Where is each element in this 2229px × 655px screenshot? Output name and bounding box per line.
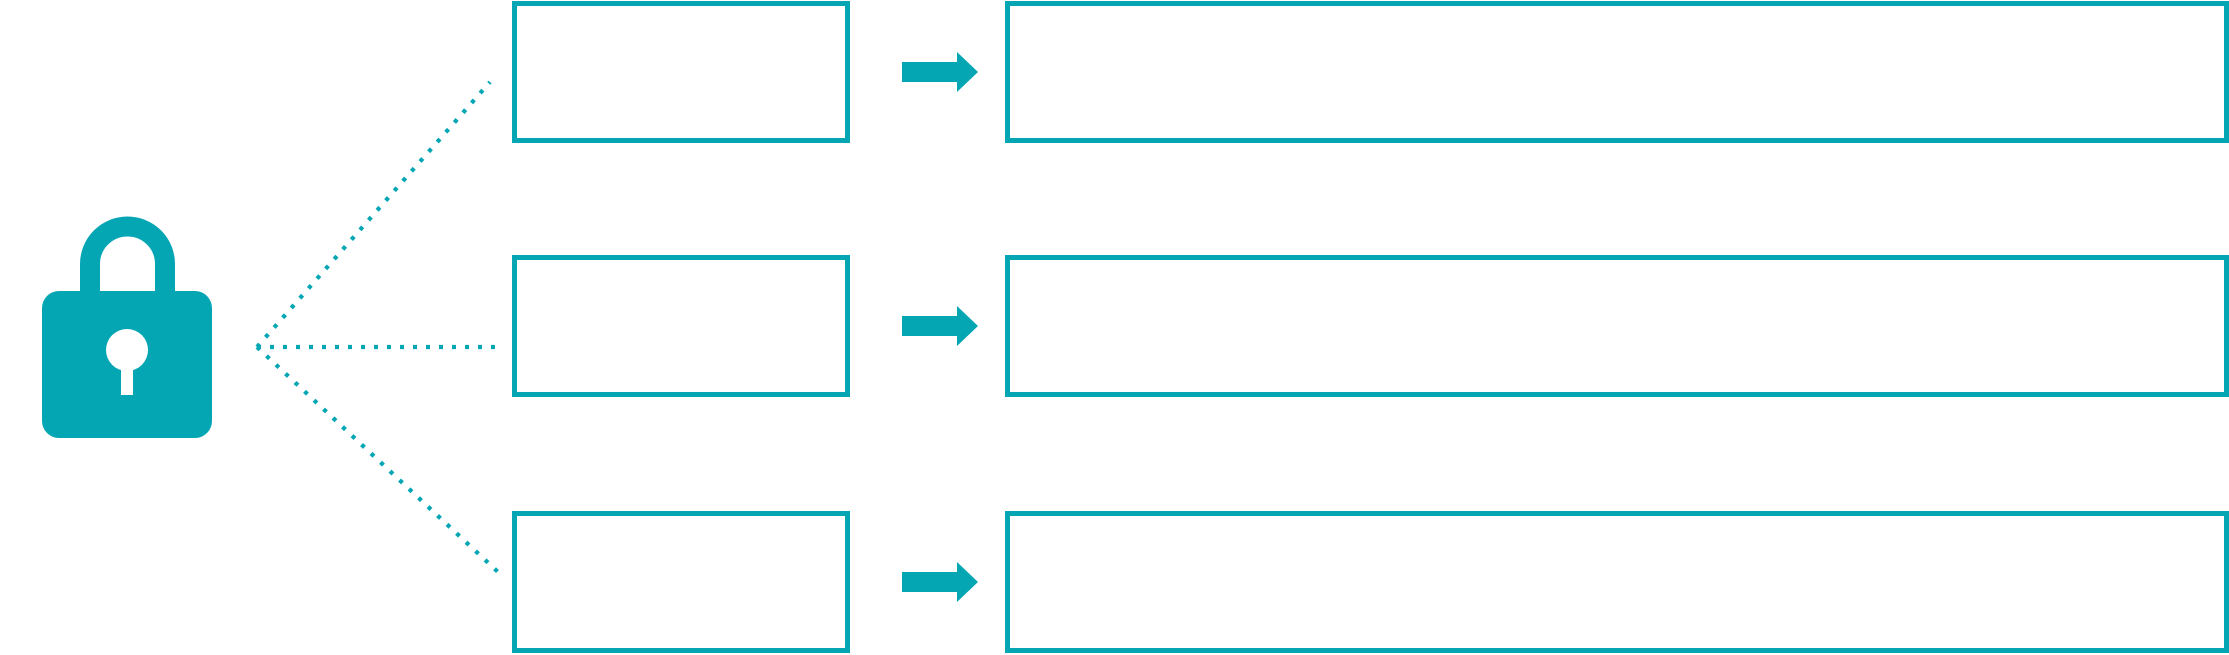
category-box-2	[512, 255, 850, 397]
lock-icon	[42, 216, 212, 438]
detail-box-2	[1005, 255, 2229, 397]
connector-line-bottom	[255, 345, 500, 574]
category-box-3	[512, 511, 850, 653]
right-arrow-icon	[902, 306, 978, 346]
lock-shackle	[80, 216, 175, 300]
right-arrow-icon	[902, 52, 978, 92]
right-arrow-icon	[902, 562, 978, 602]
detail-box-3	[1005, 511, 2229, 653]
keyhole-stem	[121, 350, 133, 395]
connector-line-top	[255, 80, 492, 349]
detail-box-1	[1005, 1, 2229, 143]
category-box-1	[512, 1, 850, 143]
